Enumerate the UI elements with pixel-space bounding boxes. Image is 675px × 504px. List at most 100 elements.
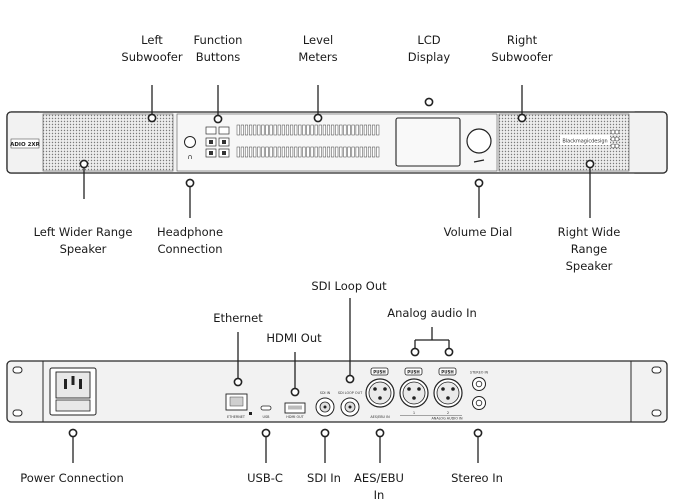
function-button-2[interactable] <box>218 126 230 135</box>
hdmi-out-port-label: HDMI OUT <box>286 415 304 419</box>
callout-dot-volume-dial <box>474 178 484 188</box>
level-meter-segment <box>257 124 261 136</box>
label-sdi-loop-out: SDI Loop Out <box>311 279 387 293</box>
model-badge-text: ADIO 2XR <box>10 142 41 148</box>
level-meter-segment <box>273 124 277 136</box>
level-meter-segment <box>322 124 326 136</box>
usb-port-label: USB <box>263 415 271 419</box>
label-power-connection: Power Connection <box>20 471 124 485</box>
level-meter-segment <box>261 146 265 158</box>
level-meter-segment <box>244 124 249 136</box>
callout-dot-function-buttons <box>213 114 223 124</box>
label-left-wider-range-speaker: Left Wider Range Speaker <box>33 225 133 256</box>
label-sdi-in: SDI In <box>307 471 341 485</box>
level-meter-segment <box>376 146 380 158</box>
rear-left-rack-slot-top <box>12 366 23 374</box>
analog-in-1-number: 1 <box>413 411 415 415</box>
usb-c-port[interactable] <box>260 405 272 411</box>
analog-audio-in-port-label: ANALOG AUDIO IN <box>431 417 462 421</box>
level-meter-segment <box>281 124 285 136</box>
label-ethernet: Ethernet <box>213 311 263 325</box>
level-meter-segment <box>257 146 261 158</box>
level-meter-segment <box>269 124 273 136</box>
level-meter-segment <box>343 146 347 158</box>
level-meter-segment <box>290 124 294 136</box>
level-meter-segment <box>363 124 367 136</box>
volume-dial[interactable] <box>466 128 492 154</box>
rear-panel: ETHERNET USB HDMI OUT SDI IN SDI LOOP OU… <box>6 360 668 423</box>
left-speaker-grille <box>42 113 174 172</box>
model-badge <box>10 138 40 149</box>
aes-ebu-push-tab <box>370 367 389 376</box>
rear-chassis <box>6 360 668 423</box>
analog-in-2-push-text: PUSH <box>441 370 453 375</box>
label-function-buttons: Function Buttons <box>193 33 243 64</box>
level-meter-segment <box>347 124 351 136</box>
analog-in-2-xlr-connector[interactable]: PUSH 2 <box>433 367 463 415</box>
front-callouts <box>79 85 595 218</box>
level-meter-segment <box>339 124 343 136</box>
level-meters <box>236 124 380 158</box>
sdi-in-port-label: SDI IN <box>320 391 331 395</box>
level-meter-segment <box>314 124 318 136</box>
callout-dot-analog-audio-in-1 <box>410 347 420 357</box>
callout-dot-aes-ebu-in <box>375 428 385 438</box>
analog-in-2-push-tab <box>438 367 457 376</box>
function-button-4-icon <box>222 140 226 144</box>
callout-dot-right-wide-range-speaker <box>585 159 595 169</box>
level-meter-segment <box>339 146 343 158</box>
function-button-1[interactable] <box>205 126 217 135</box>
label-volume-dial: Volume Dial <box>443 225 513 239</box>
level-meter-segment <box>249 146 253 158</box>
level-meter-segment <box>249 124 253 136</box>
level-meter-segment <box>318 124 322 136</box>
level-meter-segment <box>244 146 249 158</box>
callout-dot-usb-c <box>261 428 271 438</box>
analog-in-2-number: 2 <box>447 411 449 415</box>
sdi-loop-out-port-label: SDI LOOP OUT <box>338 391 363 395</box>
callout-dot-sdi-in <box>320 428 330 438</box>
level-meter-segment <box>310 124 314 136</box>
level-meter-segment <box>376 124 380 136</box>
front-panel: ADIO 2XR ∩ Blackmagicd <box>6 111 668 174</box>
brand-logo-icon <box>610 129 620 149</box>
analog-in-1-push-text: PUSH <box>407 370 419 375</box>
level-meter-segment <box>355 146 359 158</box>
callout-dot-hdmi-out <box>290 387 300 397</box>
label-lcd-display: LCD Display <box>407 33 451 64</box>
level-meter-segment <box>236 124 240 136</box>
analog-in-1-xlr-connector[interactable]: PUSH 1 <box>399 367 429 415</box>
headphone-jack[interactable] <box>184 136 196 148</box>
aes-ebu-in-port-label: AES/EBU IN <box>370 415 390 419</box>
stereo-in-port-label: STEREO IN <box>470 371 489 375</box>
level-meter-segment <box>281 146 285 158</box>
level-meter-segment <box>269 146 273 158</box>
lcd-display <box>395 117 461 167</box>
analog-in-1-push-tab <box>404 367 423 376</box>
aes-ebu-xlr-connector[interactable]: PUSH AES/EBU IN <box>365 367 395 419</box>
level-meter-segment <box>331 124 335 136</box>
rear-left-rack-slot-bottom <box>12 409 23 417</box>
volume-dial-indicator <box>473 159 485 163</box>
brand-logo-plate <box>560 135 610 145</box>
label-level-meters: Level Meters <box>298 33 338 64</box>
level-meter-segment <box>302 146 306 158</box>
level-meter-segment <box>343 124 347 136</box>
level-meter-segment <box>351 124 355 136</box>
level-meter-segment <box>253 124 257 136</box>
power-fuse-drawer <box>55 399 91 412</box>
label-stereo-in: Stereo In <box>451 471 503 485</box>
label-headphone-connection: Headphone Connection <box>156 225 224 256</box>
label-analog-audio-in: Analog audio In <box>387 306 477 320</box>
function-buttons <box>205 126 230 158</box>
level-meter-segment <box>331 146 335 158</box>
callout-dot-left-wider-range-speaker <box>79 159 89 169</box>
label-right-subwoofer: Right Subwoofer <box>491 33 553 64</box>
ethernet-port-label: ETHERNET <box>227 415 246 419</box>
level-meter-segment <box>240 124 244 136</box>
level-meter-segment <box>285 146 290 158</box>
level-meter-segment <box>290 146 294 158</box>
level-meter-segment <box>326 124 331 136</box>
level-meter-segment <box>294 124 298 136</box>
ethernet-led <box>249 412 252 415</box>
